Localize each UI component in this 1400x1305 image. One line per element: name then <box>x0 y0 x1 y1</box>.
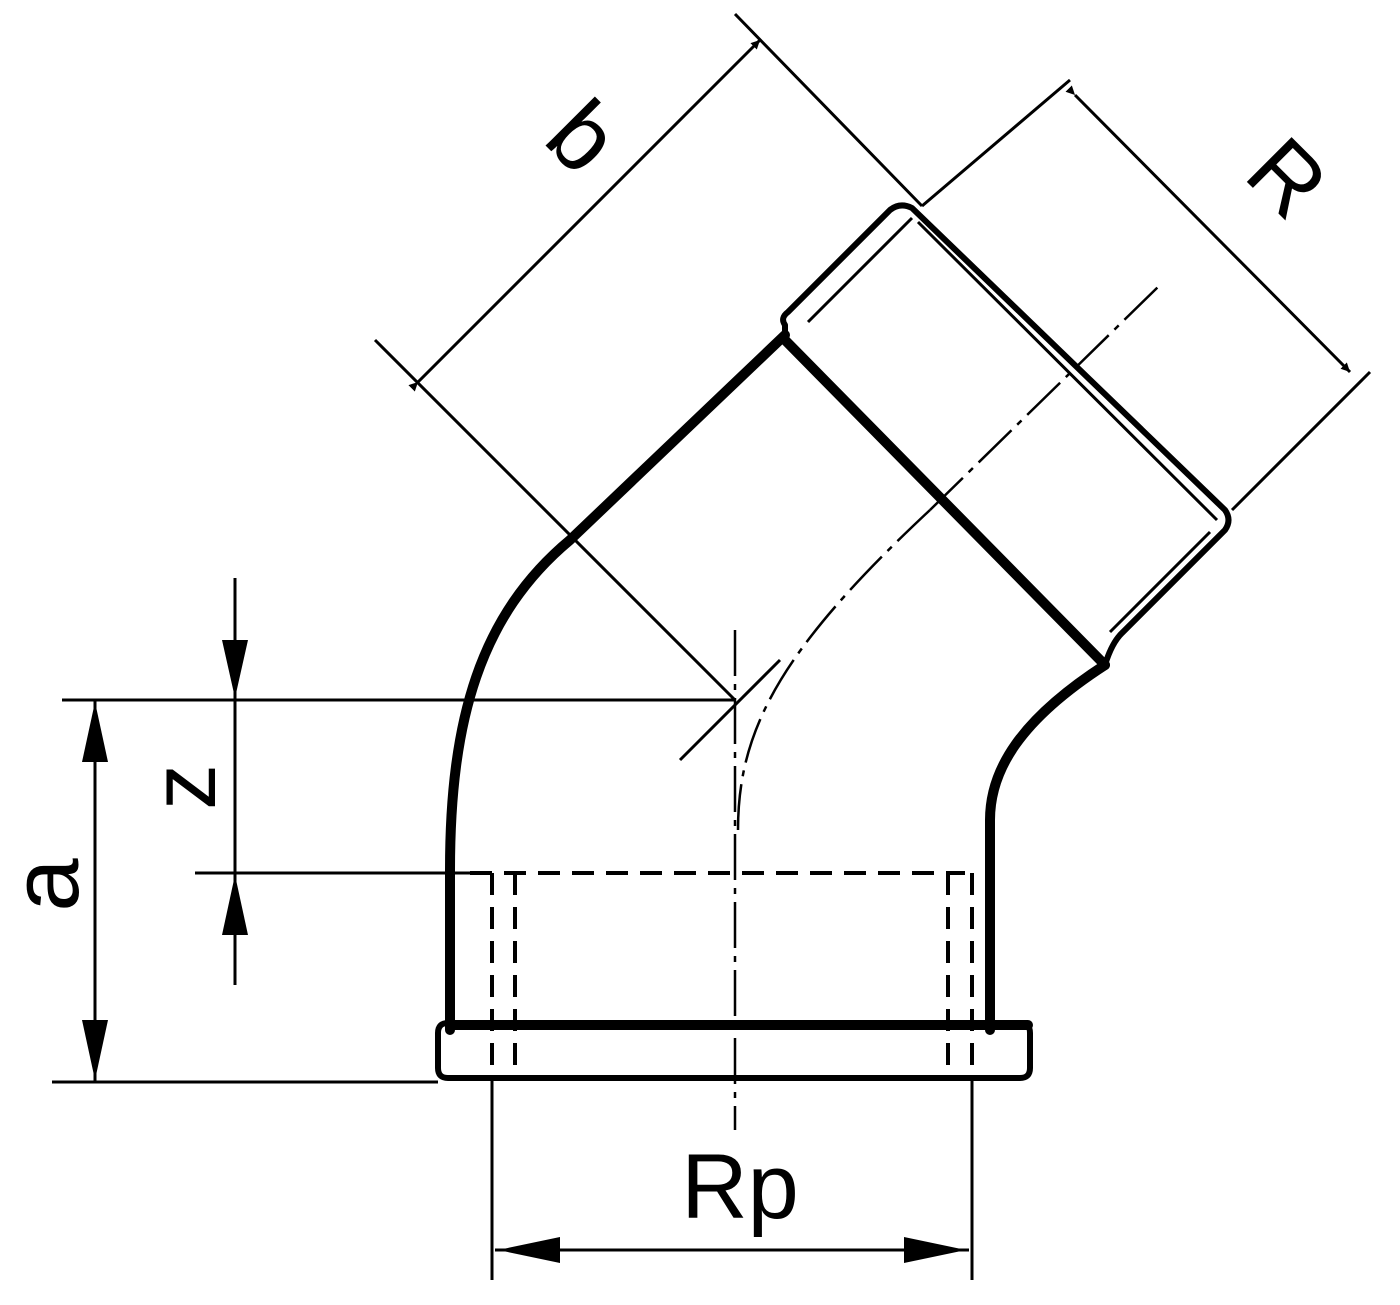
Rp-arrow-left <box>498 1237 560 1263</box>
label-R: R <box>1227 119 1346 238</box>
b-extension-line-lower <box>373 338 737 702</box>
internal-thread-hidden <box>470 871 974 1072</box>
b-extension-line-upper <box>733 12 924 208</box>
a-arrow-top <box>82 702 108 762</box>
R-extension-line-upper <box>921 78 1071 208</box>
center-lines <box>678 284 1161 1130</box>
thread-inner-line-2 <box>916 220 1219 522</box>
dimension-a: a <box>0 700 438 1084</box>
z-arrow-top <box>222 640 248 698</box>
bend-center-arc <box>736 509 931 831</box>
dimension-b: b <box>373 12 924 702</box>
thread-root-line <box>778 333 1110 670</box>
thread-inner-line-1 <box>806 216 914 324</box>
a-arrow-bottom <box>82 1020 108 1080</box>
diagonal-center-line <box>929 284 1161 511</box>
thread-inner-line-3 <box>1108 530 1212 634</box>
dimension-z: z <box>62 578 735 985</box>
dimension-Rp: Rp <box>490 1080 974 1280</box>
R-dimension-line <box>1065 85 1352 374</box>
Rp-arrow-right <box>904 1237 966 1263</box>
label-Rp: Rp <box>681 1136 799 1238</box>
fitting-body <box>435 202 1232 1081</box>
outer-left-contour <box>445 330 790 1035</box>
z-arrow-bottom <box>222 875 248 935</box>
label-a: a <box>0 858 99 912</box>
R-extension-line-lower <box>1230 370 1372 512</box>
outer-right-contour <box>985 660 1110 1035</box>
label-z: z <box>133 764 235 810</box>
b-dimension-line <box>408 38 762 392</box>
center-cross-line <box>678 658 782 762</box>
male-thread-end-outline <box>780 202 1232 668</box>
